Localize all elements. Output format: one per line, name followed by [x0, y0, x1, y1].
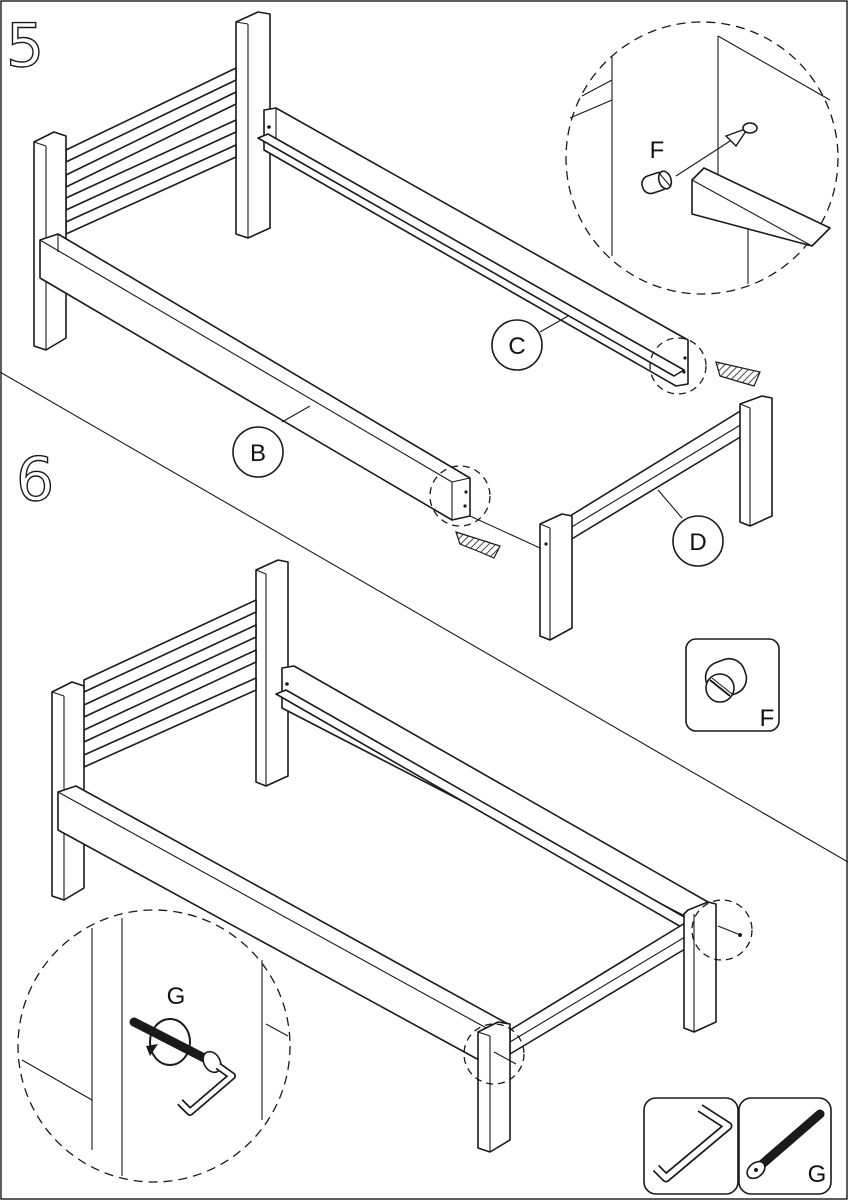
headboard-post-back-6: [255, 559, 289, 787]
rotate-arrow-icon: [146, 1018, 191, 1066]
joint-highlight-c: [649, 337, 707, 395]
detail-g-label: G: [167, 983, 186, 1010]
legend-f-label: F: [760, 705, 775, 732]
leader-line-d: [657, 489, 683, 519]
step-number-5: 5: [6, 11, 44, 81]
callout-c-label: C: [508, 333, 525, 360]
detail-f-label: F: [650, 137, 665, 164]
joint-highlight-front-6: [463, 1023, 525, 1085]
barrel-nut-icon: [641, 170, 673, 195]
step6-bed-assembly: [51, 559, 753, 1153]
step-divider-line: [0, 371, 848, 863]
side-rail-c-6: [281, 665, 709, 923]
foot-post-front: [539, 513, 573, 641]
callout-c: C: [491, 319, 543, 371]
insert-arrow-icon: [455, 531, 501, 559]
callout-d-label: D: [689, 529, 706, 556]
callout-b-label: B: [250, 440, 266, 467]
detail-zoom-g: G: [17, 909, 291, 1183]
direction-arrow-icon: [724, 126, 750, 148]
step5-bed-assembly: [33, 11, 773, 641]
allen-key-icon: [652, 1104, 733, 1183]
foot-rail-d: [569, 409, 743, 541]
foot-post-back: [739, 395, 773, 527]
side-rail-c-ledge: [257, 133, 685, 377]
callout-d: D: [672, 515, 724, 567]
insert-arrow-icon: [715, 361, 761, 387]
foot-rail-d-6: [509, 919, 691, 1055]
allen-key-icon: [177, 1062, 236, 1116]
leader-line-c: [539, 315, 569, 333]
rail-end-piece: [691, 167, 831, 247]
part-g-legend-box: G: [643, 1097, 832, 1195]
detail-zoom-f: F: [565, 21, 839, 295]
callout-b: B: [232, 426, 284, 478]
joint-highlight-back-6: [691, 899, 753, 961]
detail-zoom-f-circle: [565, 21, 839, 295]
joint-highlight-b: [429, 465, 491, 527]
foot-post-back-6: [683, 901, 717, 1033]
bolt-icon: [746, 1109, 825, 1180]
headboard-post-back: [235, 11, 271, 239]
foot-post-front-6: [477, 1021, 511, 1153]
leader-line-b: [281, 405, 311, 423]
step-number-6: 6: [16, 445, 54, 515]
bolt-icon: [129, 1017, 222, 1074]
legend-g-label: G: [808, 1161, 827, 1188]
allen-key-legend-box: [643, 1097, 739, 1195]
barrel-nut-icon: [704, 657, 748, 703]
part-f-legend-box: F: [685, 638, 780, 732]
side-rail-c-6-ledge: [275, 689, 701, 933]
